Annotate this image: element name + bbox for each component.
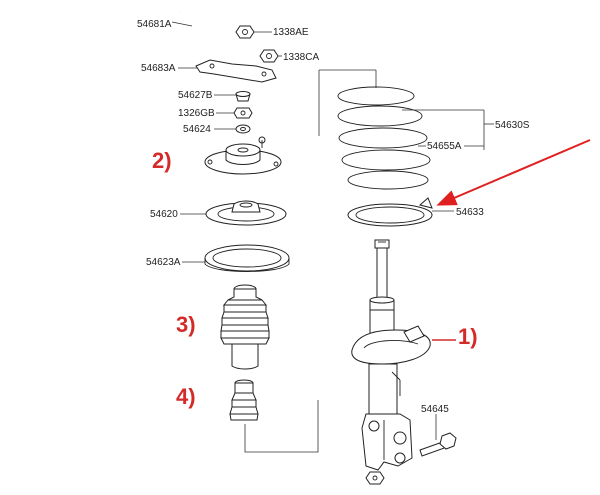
washer-54624 (214, 124, 251, 134)
spring-seat-upper (180, 200, 287, 226)
label-54627b: 54627B (178, 90, 213, 101)
nut-1326gb (216, 107, 253, 119)
label-54630s: 54630S (495, 120, 530, 131)
bolt-54645 (419, 414, 457, 457)
assembly-bracket-line (244, 400, 319, 453)
bushing-54627b (214, 91, 251, 102)
strut-assembly (351, 239, 431, 485)
label-54655a: 54655A (427, 141, 462, 152)
bearing-ring (182, 244, 290, 272)
callout-4: 4) (176, 384, 196, 409)
stabilizer-link (171, 10, 228, 46)
callout-1: 1) (458, 324, 478, 349)
label-1338ca: 1338CA (283, 52, 319, 63)
dust-boot (220, 284, 270, 370)
label-54624: 54624 (183, 124, 211, 135)
pointer-arrow (436, 139, 591, 206)
bracket-54683a (178, 59, 277, 83)
spring-seat-lower (347, 197, 454, 227)
label-54645: 54645 (421, 404, 449, 415)
label-54683a: 54683A (141, 63, 176, 74)
label-54681a: 54681A (137, 19, 172, 30)
label-54623a: 54623A (146, 257, 181, 268)
nut-1338ae (235, 25, 272, 39)
bump-stop (229, 379, 259, 421)
coil-spring (318, 69, 494, 190)
label-54633: 54633 (456, 207, 484, 218)
strut-mount (204, 136, 282, 175)
nut-1338ca (259, 49, 282, 63)
callout-3: 3) (176, 312, 196, 337)
label-1338ae: 1338AE (273, 27, 309, 38)
label-54620: 54620 (150, 209, 178, 220)
callout-2: 2) (152, 148, 172, 173)
label-1326gb: 1326GB (178, 108, 215, 119)
